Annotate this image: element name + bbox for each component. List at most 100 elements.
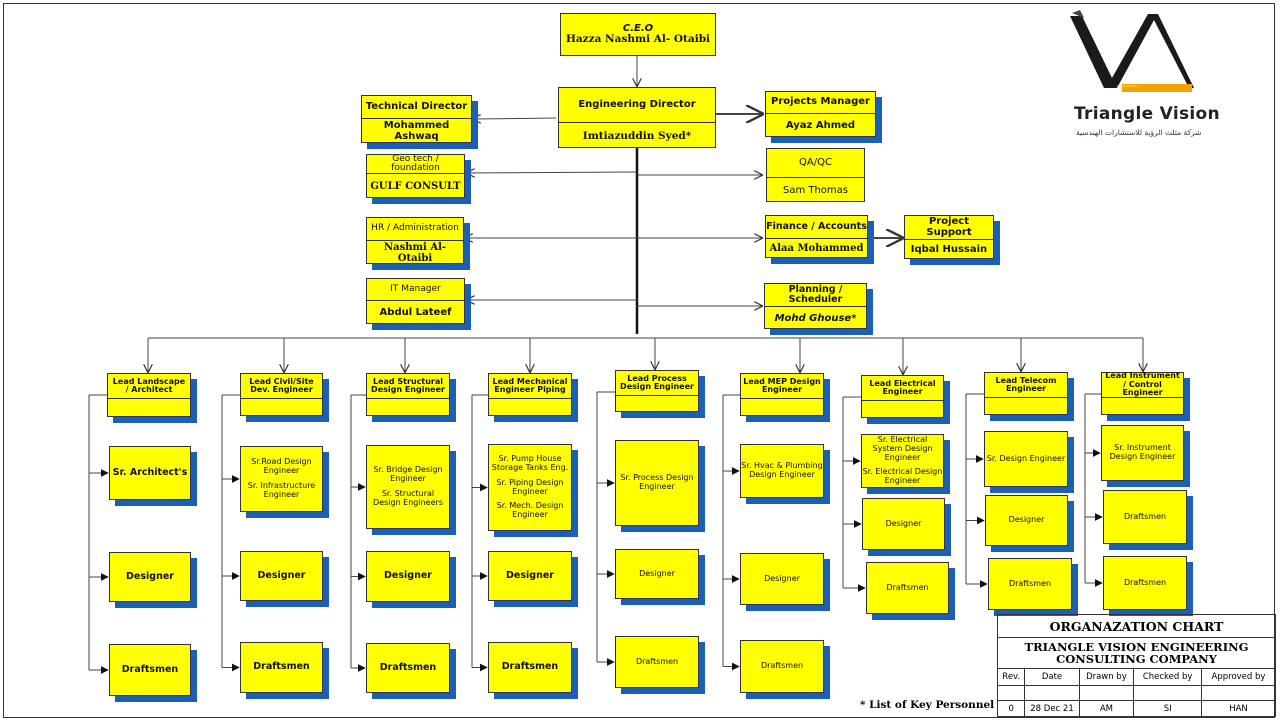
lead-title: Lead Landscape / Architect <box>108 374 190 399</box>
role-label: Sr. Design Engineer <box>986 453 1066 463</box>
role-box[interactable]: Draftsmen <box>740 640 824 693</box>
role-box[interactable]: Designer <box>740 553 824 605</box>
chart-title: ORGANAZATION CHART <box>997 614 1276 638</box>
empty-cell <box>1133 685 1202 701</box>
role-box[interactable]: Designer <box>488 551 572 601</box>
it-manager-box[interactable]: IT Manager Abdul Lateef <box>366 278 465 324</box>
role-label: Draftsmen <box>501 661 559 673</box>
lead-box[interactable]: Lead Electrical Engineer <box>861 375 944 418</box>
header-drawn-by: Drawn by <box>1078 668 1135 686</box>
lead-box[interactable]: Lead Process Design Engineer <box>615 370 699 412</box>
logo-arabic: شركة مثلث الرؤية للاستشارات الهندسية <box>1076 128 1202 137</box>
role-box[interactable]: Sr. Pump House Storage Tanks Eng. Sr. Pip… <box>488 444 572 531</box>
lead-box[interactable]: Lead Telecom Engineer <box>984 372 1068 415</box>
unit-name: Iqbal Hussain <box>910 244 988 255</box>
role-label: Designer <box>885 518 922 528</box>
role-label: Designer <box>126 570 174 582</box>
role-box[interactable]: Sr. Hvac & Plumbing Design Engineer <box>740 444 824 498</box>
unit-name: Alaa Mohammed <box>769 243 864 254</box>
role-box[interactable]: Draftsmen <box>866 562 949 614</box>
finance-accounts-box[interactable]: Finance / Accounts Alaa Mohammed <box>765 215 868 258</box>
project-support-box[interactable]: Project Support Iqbal Hussain <box>904 215 994 259</box>
role-label: Draftsmen <box>1123 511 1167 521</box>
lead-box[interactable]: Lead MEP Design Engineer <box>740 373 824 416</box>
unit-name: Mohammed Ashwaq <box>383 120 450 142</box>
unit-name: Sam Thomas <box>782 184 849 196</box>
role-box[interactable]: Draftsmen <box>240 642 323 693</box>
unit-name: Abdul Lateef <box>379 307 452 318</box>
role-box[interactable]: Designer <box>240 551 323 601</box>
role-box[interactable]: Designer <box>366 551 450 602</box>
role-box[interactable]: Draftsmen <box>366 643 450 693</box>
lead-title: Lead Mechanical Engineer Piping <box>489 374 571 399</box>
role-box[interactable]: Sr. Architect's <box>109 446 191 500</box>
role-label: Designer <box>384 570 432 582</box>
unit-title: HR / Administration <box>367 218 463 241</box>
role-box[interactable]: Draftsmen <box>988 558 1072 610</box>
department-connectors <box>88 338 1143 674</box>
role-label: Designer <box>639 568 675 578</box>
lead-box[interactable]: Lead Instrument / Control Engineer <box>1101 372 1184 415</box>
engineering-director-box[interactable]: Engineering Director Imtiazuddin Syed* <box>558 87 716 148</box>
role-label: Draftsmen <box>635 656 679 666</box>
role-box[interactable]: Draftsmen <box>109 644 191 696</box>
role-label: Sr.Road Design Engineer <box>251 457 312 476</box>
role-box[interactable]: Designer <box>109 552 191 602</box>
role-label: Sr. Process Design Engineer <box>620 473 694 491</box>
lead-box[interactable]: Lead Mechanical Engineer Piping <box>488 373 572 416</box>
role-box[interactable]: Draftsmen <box>488 642 572 693</box>
engineering-director-name: Imtiazuddin Syed* <box>582 129 692 142</box>
unit-title: Finance / Accounts <box>766 216 867 239</box>
value-rev: 0 <box>996 700 1026 717</box>
lead-title: Lead Civil/Site Dev. Engineer <box>241 374 322 399</box>
triangle-logo-icon <box>1070 10 1194 92</box>
role-label: Sr. Architect's <box>112 466 188 478</box>
role-box[interactable]: Draftsmen <box>1103 490 1187 544</box>
planning-scheduler-box[interactable]: Planning / Scheduler Mohd Ghouse* <box>764 283 867 329</box>
unit-title: QA/QC <box>767 149 864 178</box>
company-name: TRIANGLE VISION ENGINEERING CONSULTING C… <box>997 637 1276 669</box>
role-label: Draftsmen <box>1123 577 1167 587</box>
role-label: Sr. Structural Design Engineers <box>373 489 443 507</box>
lead-title: Lead MEP Design Engineer <box>741 374 823 399</box>
unit-title: IT Manager <box>367 279 464 301</box>
unit-title: Projects Manager <box>766 92 875 114</box>
unit-name: Mohd Ghouse* <box>774 312 857 324</box>
role-box[interactable]: Designer <box>862 498 945 550</box>
role-label: Designer <box>1008 515 1045 525</box>
lead-title: Lead Process Design Engineer <box>616 371 698 396</box>
projects-manager-box[interactable]: Projects Manager Ayaz Ahmed <box>765 91 876 137</box>
value-checked-by: SI <box>1133 700 1202 717</box>
role-box[interactable]: Sr. Design Engineer <box>984 431 1068 487</box>
empty-cell <box>1078 685 1135 701</box>
role-label: Sr. Electrical System Design Engineer <box>872 435 933 462</box>
ceo-box[interactable]: C.E.O Hazza Nashmi Al- Otaibi <box>560 13 716 56</box>
lead-box[interactable]: Lead Landscape / Architect <box>107 373 191 417</box>
unit-name: Nashmi Al- Otaibi <box>383 241 447 264</box>
geotech-box[interactable]: Geo tech / foundation GULF CONSULT <box>366 154 465 198</box>
role-box[interactable]: Designer <box>615 549 699 599</box>
lead-box[interactable]: Lead Civil/Site Dev. Engineer <box>240 373 323 416</box>
header-date: Date <box>1024 668 1080 686</box>
logo-name: Triangle Vision <box>1074 104 1220 124</box>
role-box[interactable]: Sr. Process Design Engineer <box>615 440 699 526</box>
technical-director-box[interactable]: Technical Director Mohammed Ashwaq <box>361 95 472 143</box>
role-box[interactable]: Draftsmen <box>615 636 699 688</box>
title-block: ORGANAZATION CHART TRIANGLE VISION ENGIN… <box>996 614 1277 717</box>
role-box[interactable]: Designer <box>985 495 1068 546</box>
qa-qc-box[interactable]: QA/QC Sam Thomas <box>766 148 865 202</box>
hr-admin-box[interactable]: HR / Administration Nashmi Al- Otaibi <box>366 217 464 264</box>
ceo-name: Hazza Nashmi Al- Otaibi <box>565 33 711 46</box>
role-box[interactable]: Sr. Instrument Design Engineer <box>1101 425 1184 481</box>
role-label: Sr. Piping Design Engineer <box>496 477 564 496</box>
value-drawn-by: AM <box>1078 700 1135 717</box>
lead-title: Lead Instrument / Control Engineer <box>1102 372 1183 398</box>
page-frame <box>3 3 1275 718</box>
lead-box[interactable]: Lead Structural Design Engineer <box>366 373 450 416</box>
role-box[interactable]: Draftsmen <box>1103 556 1187 610</box>
role-label: Sr. Pump House Storage Tanks Eng. <box>491 454 569 472</box>
